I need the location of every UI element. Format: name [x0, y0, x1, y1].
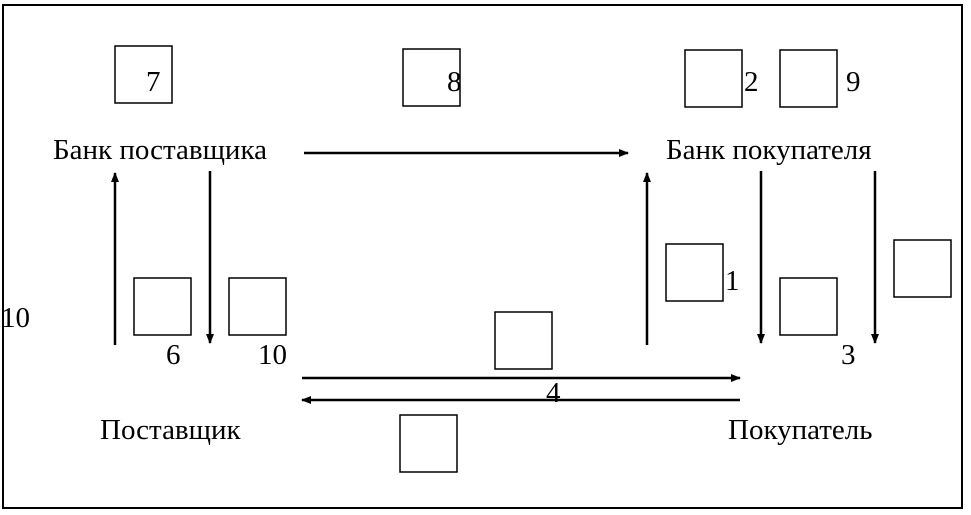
box-1 — [665, 243, 724, 302]
box-7 — [114, 45, 173, 104]
box-6 — [133, 277, 192, 336]
step-number-6: 6 — [166, 339, 181, 371]
box-8 — [402, 48, 461, 107]
step-number-2: 2 — [744, 66, 759, 98]
step-number-10-left: 10 — [1, 302, 30, 334]
box-4-bottom — [399, 414, 458, 473]
box-3 — [779, 277, 838, 336]
step-number-8: 8 — [447, 66, 462, 98]
box-3-right — [893, 239, 952, 298]
box-4-top — [494, 311, 553, 370]
step-number-10-mid: 10 — [258, 339, 287, 371]
step-number-7: 7 — [146, 66, 161, 98]
step-number-1: 1 — [725, 265, 740, 297]
step-number-4: 4 — [546, 377, 561, 409]
box-9 — [779, 49, 838, 108]
box-2 — [684, 49, 743, 108]
box-10 — [228, 277, 287, 336]
supplier-label: Поставщик — [100, 414, 241, 446]
step-number-9: 9 — [846, 66, 861, 98]
buyer-label: Покупатель — [728, 414, 873, 446]
step-number-3: 3 — [841, 339, 856, 371]
buyer-bank-label: Банк покупателя — [666, 134, 872, 166]
supplier-bank-label: Банк поставщика — [53, 134, 267, 166]
diagram-frame — [2, 4, 963, 509]
